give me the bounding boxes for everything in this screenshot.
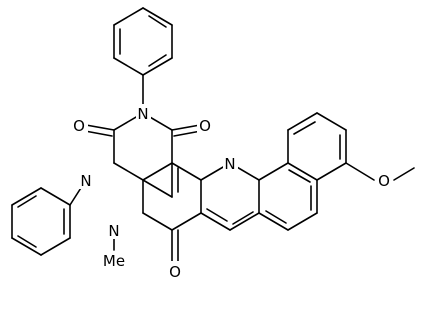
atom-o-methoxy: O [378, 172, 390, 190]
atom-o-left: O [73, 117, 85, 135]
bond-methoxy-c [393, 167, 415, 181]
atom-n-quinoline: N [224, 155, 235, 173]
bonds [11, 7, 415, 263]
bond-methoxy-o [345, 162, 375, 181]
carbonyl-left [85, 124, 115, 131]
phenyl-ring-top [113, 7, 173, 76]
benzo-ring [258, 162, 318, 231]
carbonyl-right [171, 124, 201, 131]
atom-o-top: O [199, 117, 211, 135]
atom-n-phenyl: N [80, 172, 91, 190]
outer-ring [287, 112, 347, 181]
phenyl-ring-left [11, 187, 71, 256]
pyridinone-ring [142, 162, 202, 231]
atom-labels: N O O N N N Me O O [73, 104, 391, 281]
quinoline-pyridine-ring [200, 162, 260, 231]
atom-methyl: Me [103, 252, 125, 270]
atom-n-imide: N [137, 105, 148, 123]
atom-o-bottom: O [169, 263, 181, 281]
atom-n-methyl: N [108, 222, 119, 240]
pyrimidine-ring [113, 112, 173, 181]
